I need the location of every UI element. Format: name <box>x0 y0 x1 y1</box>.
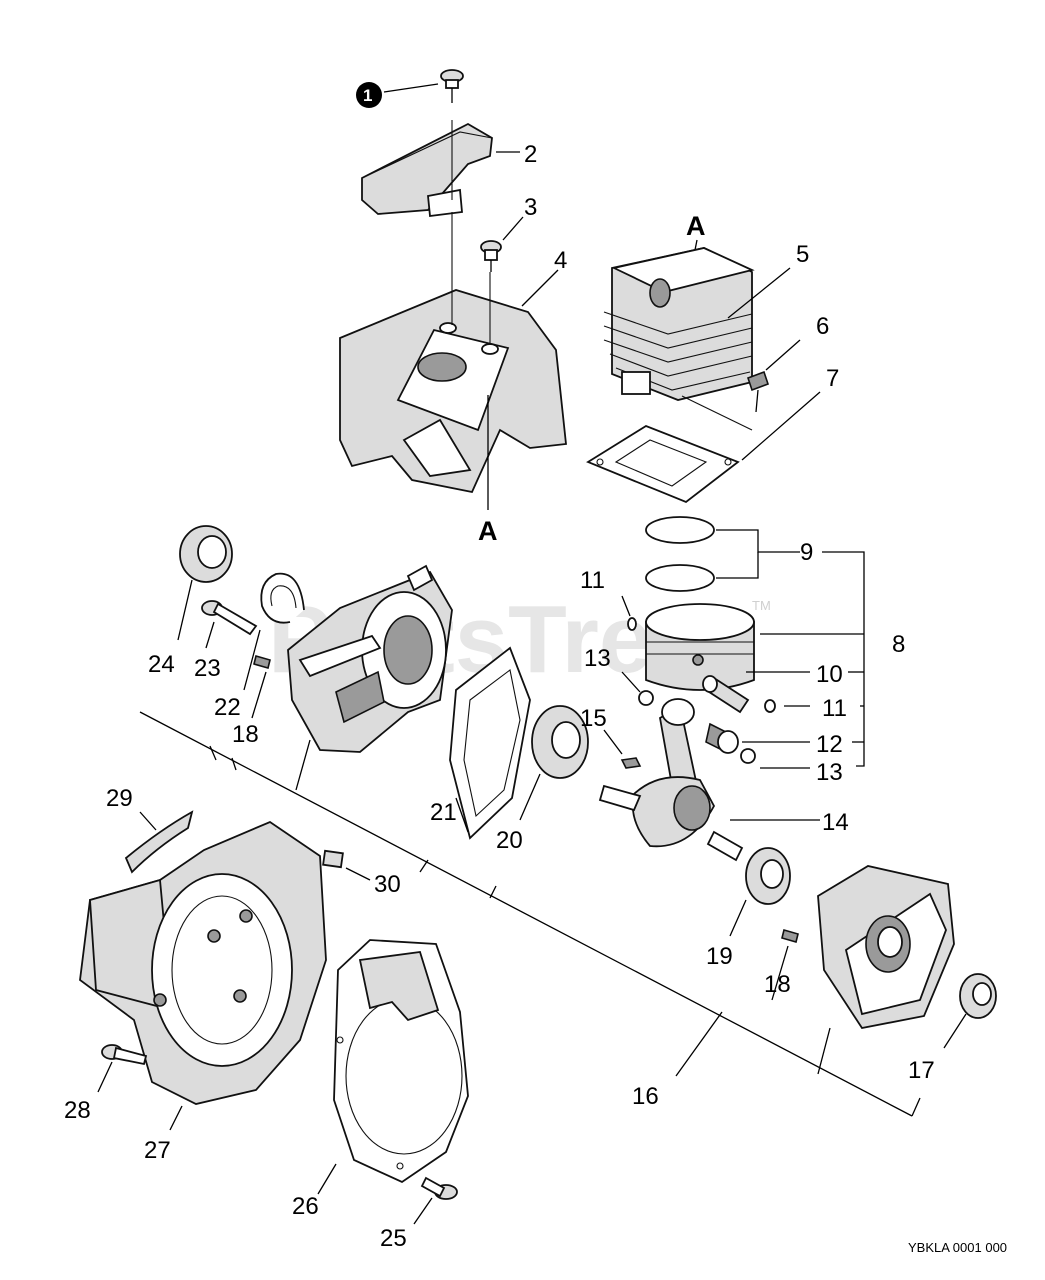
watermark-tm: TM <box>752 598 771 613</box>
label-11-a: 11 <box>580 567 605 594</box>
label-13-a: 13 <box>584 645 611 672</box>
label-12: 12 <box>816 731 843 758</box>
part-3-screw[interactable] <box>480 216 524 272</box>
label-14: 14 <box>822 809 849 836</box>
label-29: 29 <box>106 785 133 812</box>
label-21: 21 <box>430 799 457 826</box>
label-11-b: 11 <box>822 695 847 722</box>
part-28-bolt[interactable] <box>97 1044 148 1093</box>
part-24-oil-seal[interactable] <box>177 525 233 641</box>
label-30: 30 <box>374 871 401 898</box>
part-11-clip-a[interactable] <box>621 595 637 631</box>
label-27: 27 <box>144 1137 171 1164</box>
label-6: 6 <box>816 313 829 340</box>
part-27-fan-housing[interactable] <box>79 820 327 1131</box>
part-23-bolt[interactable] <box>201 600 258 649</box>
label-20: 20 <box>496 827 523 854</box>
label-3: 3 <box>524 194 537 221</box>
label-22: 22 <box>214 694 241 721</box>
part-11-clip-b[interactable] <box>764 699 810 713</box>
part-8-bracket <box>822 551 865 767</box>
label-13-b: 13 <box>816 759 843 786</box>
part-10-piston-pin[interactable] <box>702 671 810 714</box>
label-18-b: 18 <box>764 971 791 998</box>
label-23: 23 <box>194 655 221 682</box>
part-20-bearing[interactable] <box>519 705 589 821</box>
part-6-bolt[interactable] <box>746 339 801 413</box>
part-13-washer-a[interactable] <box>621 671 654 706</box>
label-26: 26 <box>292 1193 319 1220</box>
part-30-plate[interactable] <box>322 849 371 881</box>
part-26-cover-plate[interactable] <box>317 939 469 1195</box>
part-12-needle-bearing[interactable] <box>705 722 810 754</box>
part-7-cylinder-gasket[interactable] <box>586 391 821 504</box>
label-2: 2 <box>524 141 537 168</box>
part-25-screw[interactable] <box>413 1176 458 1225</box>
label-18-a: 18 <box>232 721 259 748</box>
label-28: 28 <box>64 1097 91 1124</box>
part-9-piston-rings[interactable] <box>645 516 800 592</box>
part-18-pin-b[interactable] <box>771 929 799 1001</box>
part-5-cylinder[interactable] <box>603 247 791 401</box>
part-15-key[interactable] <box>603 729 642 769</box>
label-8: 8 <box>892 631 905 658</box>
callout-badge-icon <box>356 82 382 108</box>
part-19-bearing[interactable] <box>729 847 791 937</box>
part-4-cylinder-cover[interactable] <box>339 212 567 494</box>
part-13-washer-b[interactable] <box>740 748 810 769</box>
part-14-crankshaft[interactable] <box>598 698 820 862</box>
label-16: 16 <box>632 1083 659 1110</box>
callout-badge-label: 1 <box>363 86 372 105</box>
label-15: 15 <box>580 705 607 732</box>
part-17-oil-seal[interactable] <box>943 973 997 1049</box>
section-mark-bottom: A <box>478 516 498 546</box>
part-29-plate[interactable] <box>124 810 194 874</box>
part-21-crankcase-gasket[interactable] <box>449 646 531 840</box>
label-19: 19 <box>706 943 733 970</box>
crankcase-right[interactable] <box>817 865 955 1075</box>
section-mark-top: A <box>686 211 706 241</box>
assembly-line <box>139 711 913 1117</box>
label-5: 5 <box>796 241 809 268</box>
label-4: 4 <box>554 247 567 274</box>
label-24: 24 <box>148 651 175 678</box>
label-9: 9 <box>800 539 813 566</box>
label-10: 10 <box>816 661 843 688</box>
reference-code: YBKLA 0001 000 <box>908 1240 1007 1255</box>
crankcase-left[interactable] <box>287 564 453 791</box>
part-18-pin-a[interactable] <box>251 655 271 719</box>
label-25: 25 <box>380 1225 407 1252</box>
part-22-snap-ring[interactable] <box>243 572 305 691</box>
part-1-bolt[interactable]: 1 <box>356 69 464 108</box>
part-8-piston[interactable] <box>645 603 755 691</box>
label-7: 7 <box>826 365 839 392</box>
label-17: 17 <box>908 1057 935 1084</box>
part-2-top-cover[interactable] <box>361 120 520 218</box>
